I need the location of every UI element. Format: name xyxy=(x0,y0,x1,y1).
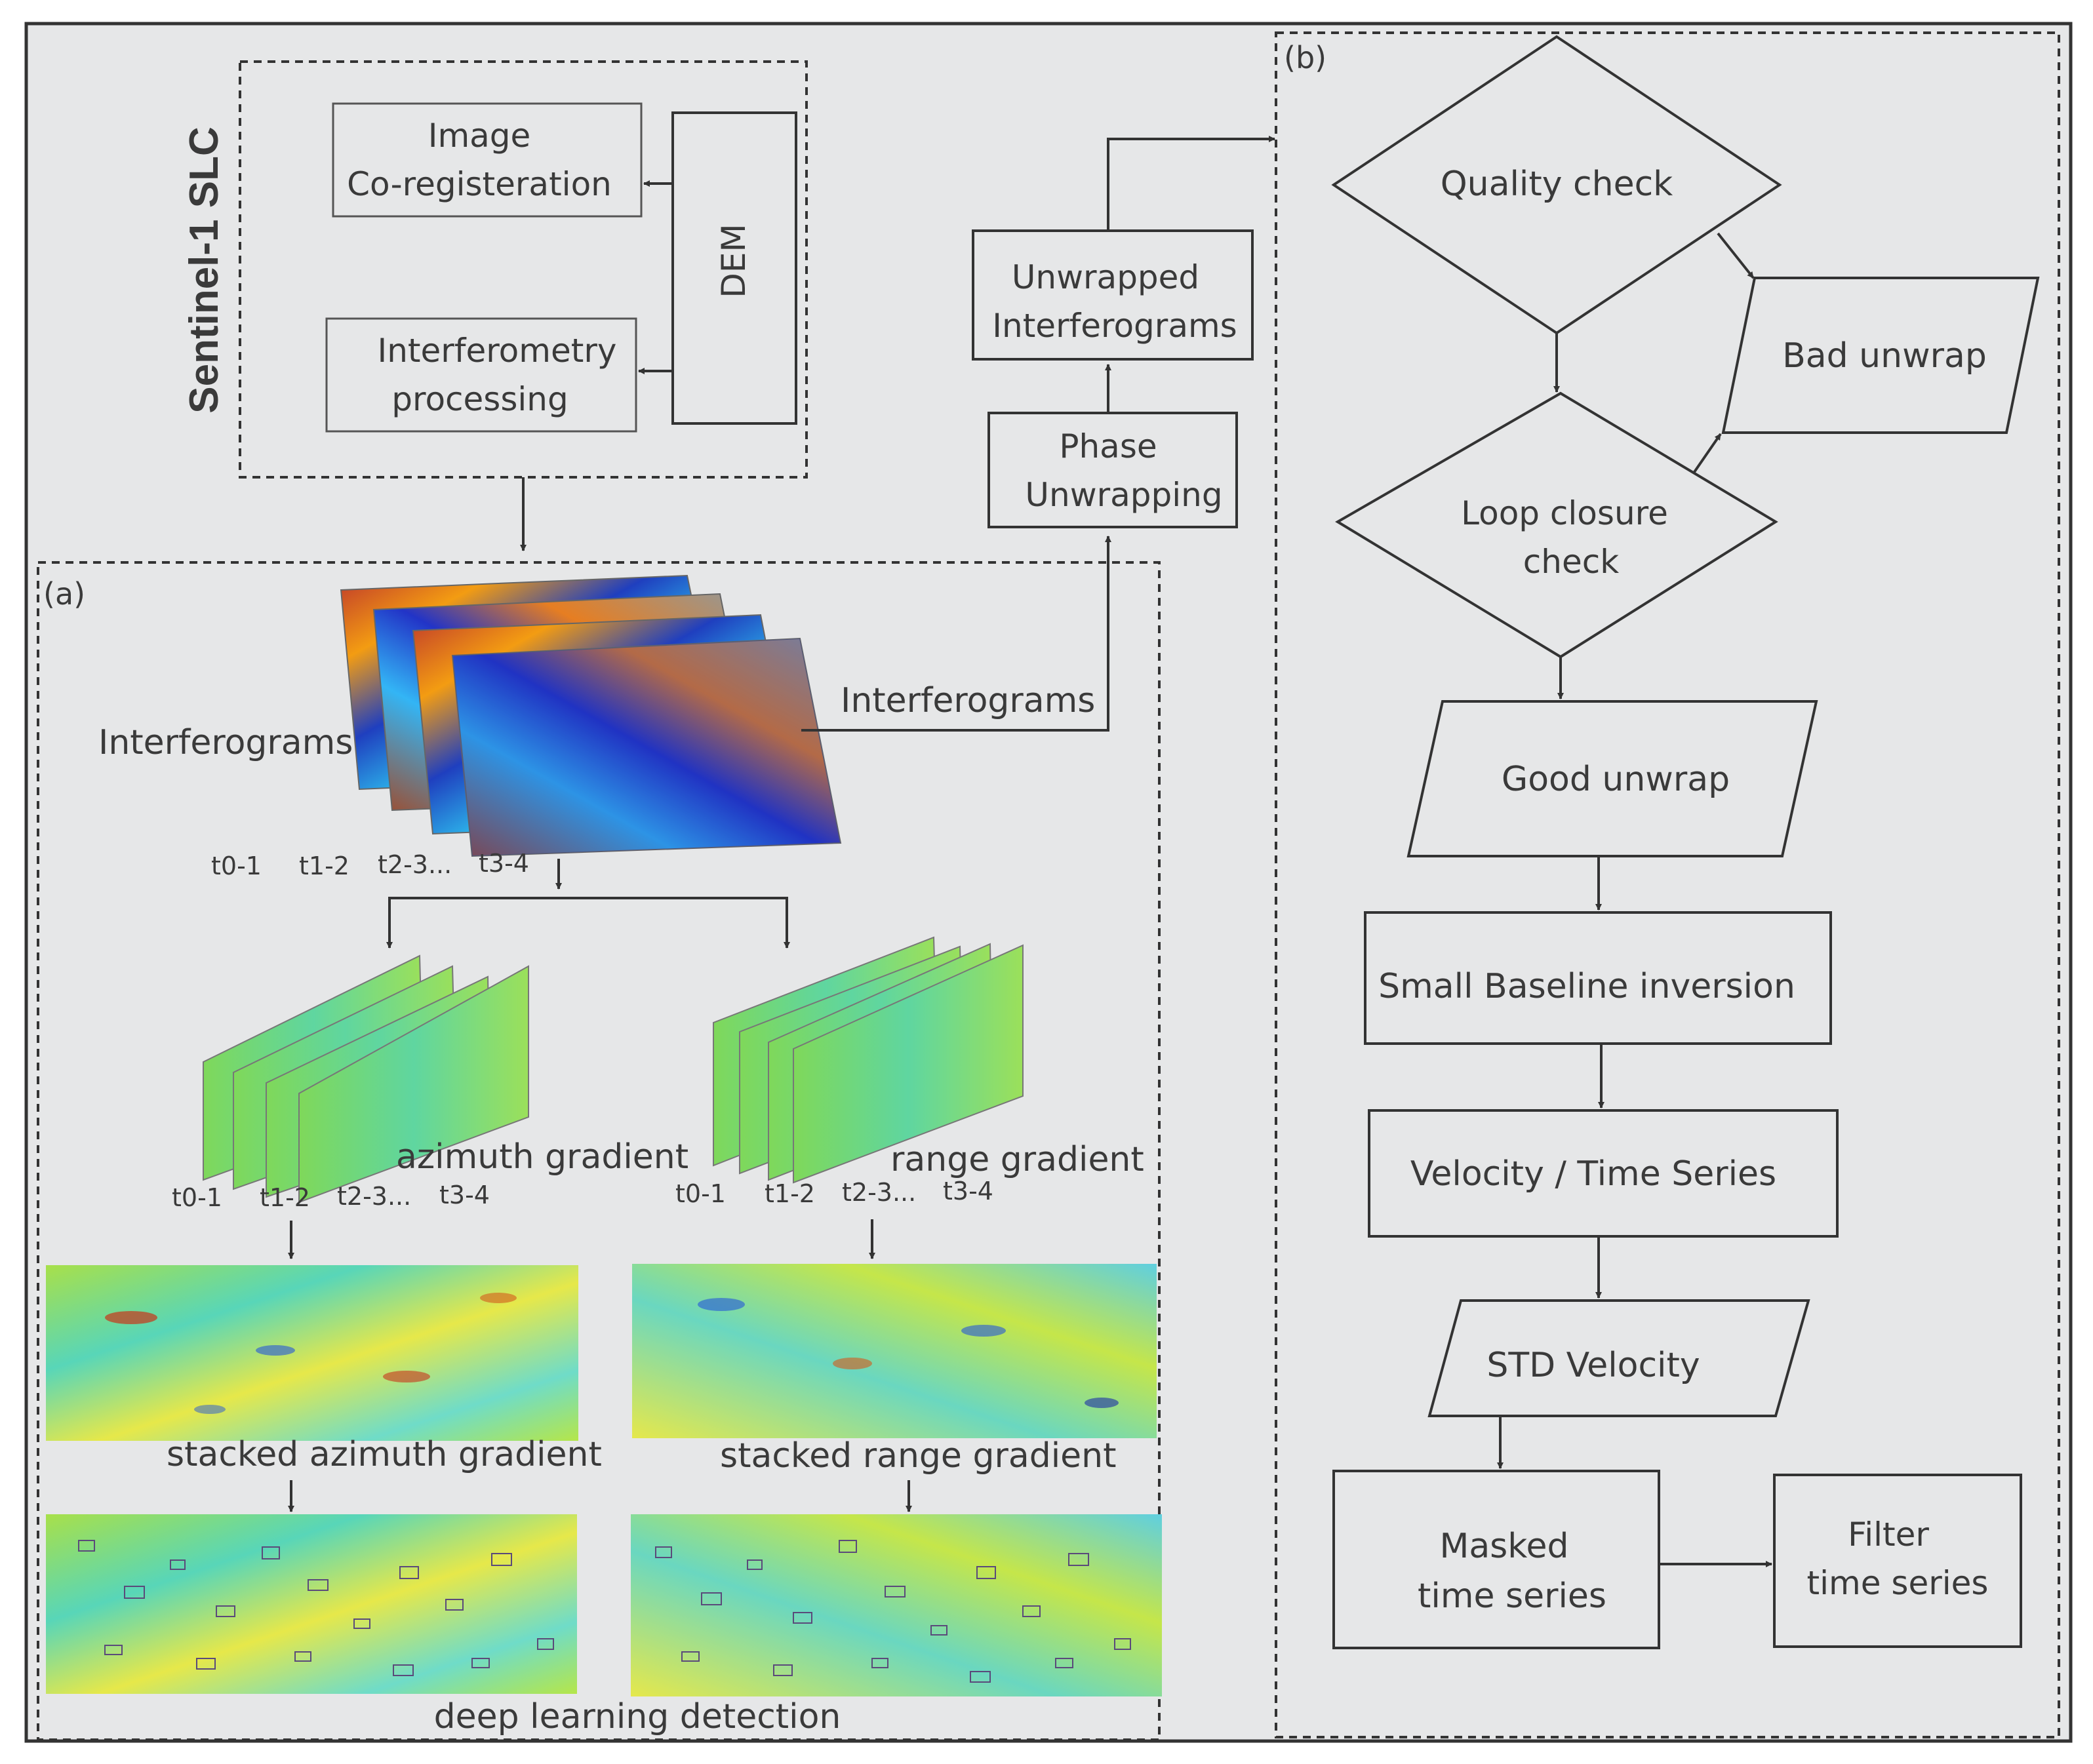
std-velocity-parallelogram xyxy=(1427,1299,1810,1417)
interferograms-right-label: Interferograms xyxy=(841,681,1095,720)
range-gradient-label: range gradient xyxy=(890,1140,1144,1179)
panel-a-label: (a) xyxy=(43,576,85,612)
sbas-label: Small Baseline inversion xyxy=(1378,967,1795,1006)
filter-line1: Filter xyxy=(1848,1516,1929,1554)
interferogram-stack xyxy=(340,574,842,857)
phase-unwrapping-box xyxy=(987,412,1238,528)
unwrapped-line2: Interferograms xyxy=(992,307,1237,345)
range-gradient-stack xyxy=(713,936,1024,1184)
loop-closure-line1: Loop closure xyxy=(1461,494,1668,532)
stacked-range-image xyxy=(632,1264,1157,1438)
time-label-rg-2: t2-3... xyxy=(842,1178,916,1207)
quality-check-label: Quality check xyxy=(1441,165,1673,204)
time-label-az-2: t2-3... xyxy=(337,1182,411,1211)
time-label-top-0: t0-1 xyxy=(211,852,262,880)
arrow-loop-to-bad xyxy=(1693,433,1722,473)
arrow-interferograms-to-phase xyxy=(801,536,1111,732)
time-label-top-2: t2-3... xyxy=(378,850,452,879)
sbas-box xyxy=(1364,911,1832,1045)
velocity-label: Velocity / Time Series xyxy=(1410,1154,1776,1194)
phase-unwrapping-line2: Unwrapping xyxy=(1025,476,1222,514)
time-label-rg-0: t0-1 xyxy=(675,1179,726,1208)
filter-box xyxy=(1773,1474,2022,1648)
image-coreg-line1: Image xyxy=(428,117,531,155)
masked-box xyxy=(1332,1470,1660,1649)
interferometry-box xyxy=(325,317,637,433)
good-unwrap-parallelogram xyxy=(1406,700,1818,857)
time-label-az-0: t0-1 xyxy=(172,1183,222,1212)
deep-learning-label: deep learning detection xyxy=(434,1697,841,1736)
stacked-azimuth-label: stacked azimuth gradient xyxy=(167,1435,602,1474)
stacked-azimuth-image xyxy=(46,1265,578,1441)
time-label-top-1: t1-2 xyxy=(299,852,349,880)
azimuth-gradient-label: azimuth gradient xyxy=(396,1137,688,1177)
time-label-rg-1: t1-2 xyxy=(765,1179,815,1208)
time-label-az-3: t3-4 xyxy=(439,1181,490,1209)
azimuth-gradient-stack xyxy=(203,954,529,1204)
unwrapped-box xyxy=(972,229,1254,361)
time-label-top-3: t3-4 xyxy=(479,849,529,878)
masked-line2: time series xyxy=(1418,1577,1606,1616)
outer-frame xyxy=(24,22,2073,1743)
dem-label: DEM xyxy=(715,224,753,298)
panel-b-label: (b) xyxy=(1284,40,1326,75)
unwrapped-line1: Unwrapped xyxy=(1012,258,1199,296)
good-unwrap-label: Good unwrap xyxy=(1502,760,1730,799)
image-coreg-box xyxy=(332,102,643,218)
dem-box xyxy=(671,111,797,425)
interferometry-line1: Interferometry xyxy=(378,332,617,370)
std-velocity-label: STD Velocity xyxy=(1486,1346,1700,1385)
phase-unwrapping-line1: Phase xyxy=(1059,427,1157,465)
bad-unwrap-label: Bad unwrap xyxy=(1782,336,1987,376)
arrow-unwrapped-to-b xyxy=(1107,136,1275,231)
velocity-box xyxy=(1368,1109,1839,1238)
stacked-range-label: stacked range gradient xyxy=(720,1436,1117,1476)
masked-line1: Masked xyxy=(1439,1527,1568,1566)
image-coreg-line2: Co-registeration xyxy=(347,165,612,203)
sentinel-dashed-box xyxy=(239,60,808,479)
panel-a-dashed-box xyxy=(37,561,1161,1741)
panel-b-dashed-box xyxy=(1275,31,2060,1738)
sentinel-title: Sentinel-1 SLC xyxy=(182,127,227,414)
time-label-rg-3: t3-4 xyxy=(943,1177,993,1205)
filter-line2: time series xyxy=(1807,1564,1989,1602)
loop-closure-line2: check xyxy=(1523,543,1619,581)
bad-unwrap-parallelogram xyxy=(1721,277,2040,434)
detection-azimuth-image xyxy=(46,1514,577,1694)
interferograms-left-label: Interferograms xyxy=(98,723,353,762)
detection-range-image xyxy=(631,1514,1162,1696)
time-label-az-1: t1-2 xyxy=(260,1183,310,1212)
interferometry-line2: processing xyxy=(391,380,568,418)
arrow-quality-to-bad xyxy=(1717,232,1755,279)
